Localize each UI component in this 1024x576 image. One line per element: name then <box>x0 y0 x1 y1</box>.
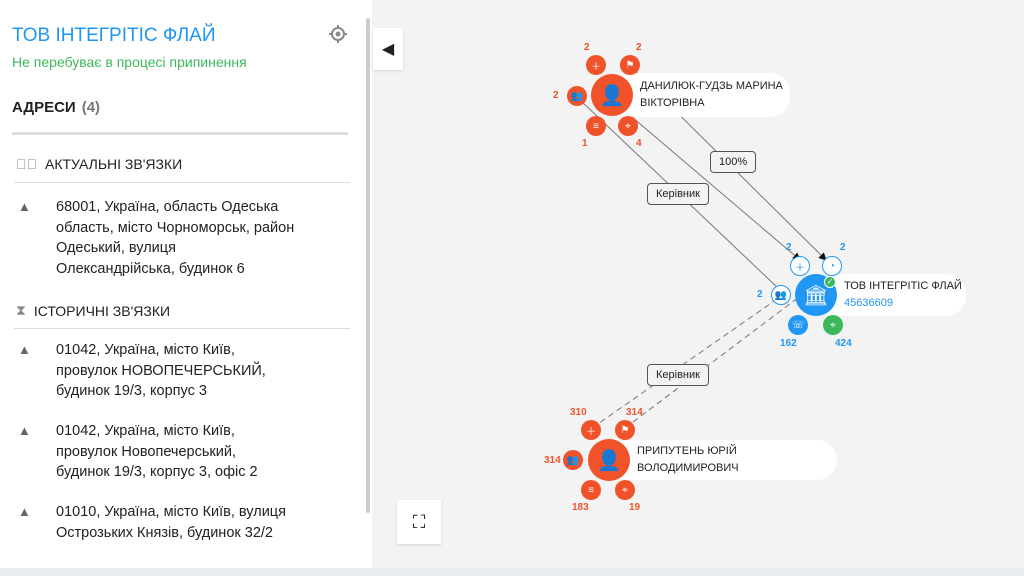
edge-label-head: Керівник <box>647 364 709 386</box>
related-persons-count: 2 <box>786 242 792 253</box>
edge-dashed <box>591 289 791 429</box>
home-icon: ▲ <box>18 423 31 438</box>
location-count: 4 <box>636 138 642 149</box>
details-panel: ТОВ ІНТЕГРІТІС ФЛАЙ Не перебуває в проце… <box>0 0 372 568</box>
locate-target-icon[interactable] <box>328 24 348 44</box>
group-count: 2 <box>553 90 559 101</box>
flag-icon[interactable]: ⚑ <box>620 55 640 75</box>
current-links-heading: ✓⃝АКТУАЛЬНІ ЗВ'ЯЗКИ <box>16 156 183 172</box>
bottom-bar <box>0 568 1024 576</box>
documents-icon[interactable]: ≡ <box>586 116 606 136</box>
historic-links-heading: ⧗ІСТОРИЧНІ ЗВ'ЯЗКИ <box>16 302 171 319</box>
group-icon[interactable]: 👥 <box>771 285 791 305</box>
company-icon: 🏛 <box>803 284 829 307</box>
location-icon[interactable]: ⌖ <box>615 480 635 500</box>
group-count: 314 <box>544 455 561 466</box>
flag-count: 2 <box>636 42 642 53</box>
address-item: ▲01042, Україна, місто Київ, провулок НО… <box>18 340 286 402</box>
collapse-panel-button[interactable]: ◀ <box>373 28 403 70</box>
related-persons-icon[interactable]: ＋ <box>581 420 601 440</box>
person-icon: 👤 <box>596 449 622 472</box>
home-icon: ▲ <box>18 199 31 214</box>
divider <box>14 328 350 329</box>
verified-check-icon: ✓ <box>824 276 836 288</box>
shares-chart-icon[interactable]: ◔ <box>822 256 842 276</box>
scrollbar[interactable] <box>366 18 370 513</box>
person-icon: 👤 <box>599 84 625 107</box>
home-icon: ▲ <box>18 504 31 519</box>
address-item: ▲01010, Україна, місто Київ, вулиця Остр… <box>18 502 296 543</box>
person-pryputen-node[interactable]: 👤 <box>588 439 630 481</box>
group-icon[interactable]: 👥 <box>567 86 587 106</box>
location-icon[interactable]: ⌖ <box>823 315 843 335</box>
fullscreen-button[interactable]: ⛶ <box>397 500 441 544</box>
divider <box>12 132 348 135</box>
home-icon: ▲ <box>18 342 31 357</box>
person-pryputen-label[interactable]: ПРИПУТЕНЬ ЮРІЙ ВОЛОДИМИРОВИЧ <box>609 440 837 480</box>
address-item: ▲01042, Україна, місто Київ, провулок Но… <box>18 421 286 483</box>
documents-count: 183 <box>572 502 589 513</box>
related-persons-count: 2 <box>584 42 590 53</box>
group-icon[interactable]: 👥 <box>563 450 583 470</box>
divider <box>14 182 350 183</box>
edge-label-share: 100% <box>710 151 757 173</box>
group-count: 2 <box>757 289 763 300</box>
documents-icon[interactable]: ≡ <box>581 480 601 500</box>
related-persons-icon[interactable]: ＋ <box>586 55 606 75</box>
edge-head <box>611 99 801 261</box>
edge-dashed <box>624 293 804 429</box>
person-danyliuk-node[interactable]: 👤 <box>591 74 633 116</box>
hourglass-icon: ⧗ <box>16 302 26 318</box>
related-persons-count: 310 <box>570 407 587 418</box>
phone-icon[interactable]: ☏ <box>788 315 808 335</box>
location-count: 424 <box>835 338 852 349</box>
location-icon[interactable]: ⌖ <box>618 116 638 136</box>
check-circle-icon: ✓⃝ <box>16 156 37 172</box>
flag-count: 314 <box>626 407 643 418</box>
flag-icon[interactable]: ⚑ <box>615 420 635 440</box>
phone-count: 162 <box>780 338 797 349</box>
location-count: 19 <box>629 502 641 513</box>
edge-label-head: Керівник <box>647 183 709 205</box>
addresses-heading: АДРЕСИ(4) <box>12 99 101 116</box>
address-item: ▲68001, Україна, область Одеська область… <box>18 197 318 279</box>
shares-chart-count: 2 <box>840 242 846 253</box>
caret-left-icon: ◀ <box>381 41 395 58</box>
status-text: Не перебуває в процесі припинення <box>12 54 247 70</box>
documents-count: 1 <box>582 138 588 149</box>
company-title: ТОВ ІНТЕГРІТІС ФЛАЙ <box>12 25 216 46</box>
fullscreen-icon: ⛶ <box>412 511 426 532</box>
related-persons-icon[interactable]: ＋ <box>790 256 810 276</box>
